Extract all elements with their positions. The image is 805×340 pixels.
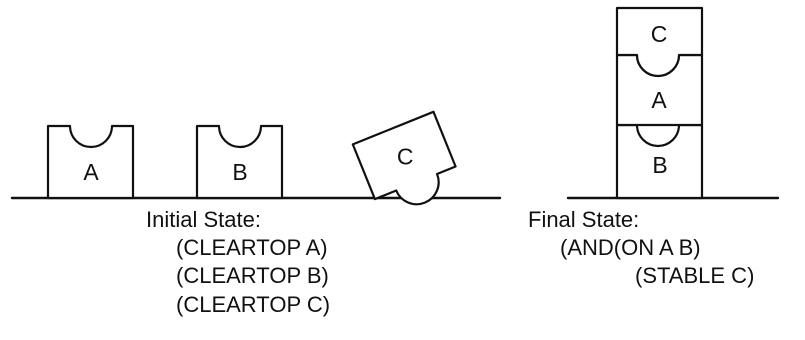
- final-block-c-label: C: [651, 21, 668, 47]
- initial-state-line-1: (CLEARTOP A): [176, 235, 328, 260]
- final-block-a-label: A: [651, 87, 667, 113]
- final-state-line-1: (AND(ON A B): [560, 235, 701, 260]
- final-block-b-label: B: [652, 152, 667, 178]
- initial-block-b-label: B: [232, 159, 247, 185]
- initial-block-a: A: [46, 124, 135, 200]
- initial-state-line-2: (CLEARTOP B): [176, 263, 329, 288]
- initial-block-a-label: A: [83, 159, 99, 185]
- final-state-line-2: (STABLE C): [635, 263, 755, 288]
- initial-state-heading: Initial State:: [146, 207, 261, 232]
- final-block-c: C: [615, 6, 704, 78]
- final-state-heading: Final State:: [528, 207, 640, 232]
- initial-state-line-3: (CLEARTOP C): [176, 292, 331, 317]
- initial-block-c-label: C: [397, 144, 414, 170]
- initial-block-b: B: [195, 124, 284, 200]
- final-block-b: B: [615, 123, 704, 200]
- initial-block-c-tilted: C: [351, 110, 457, 206]
